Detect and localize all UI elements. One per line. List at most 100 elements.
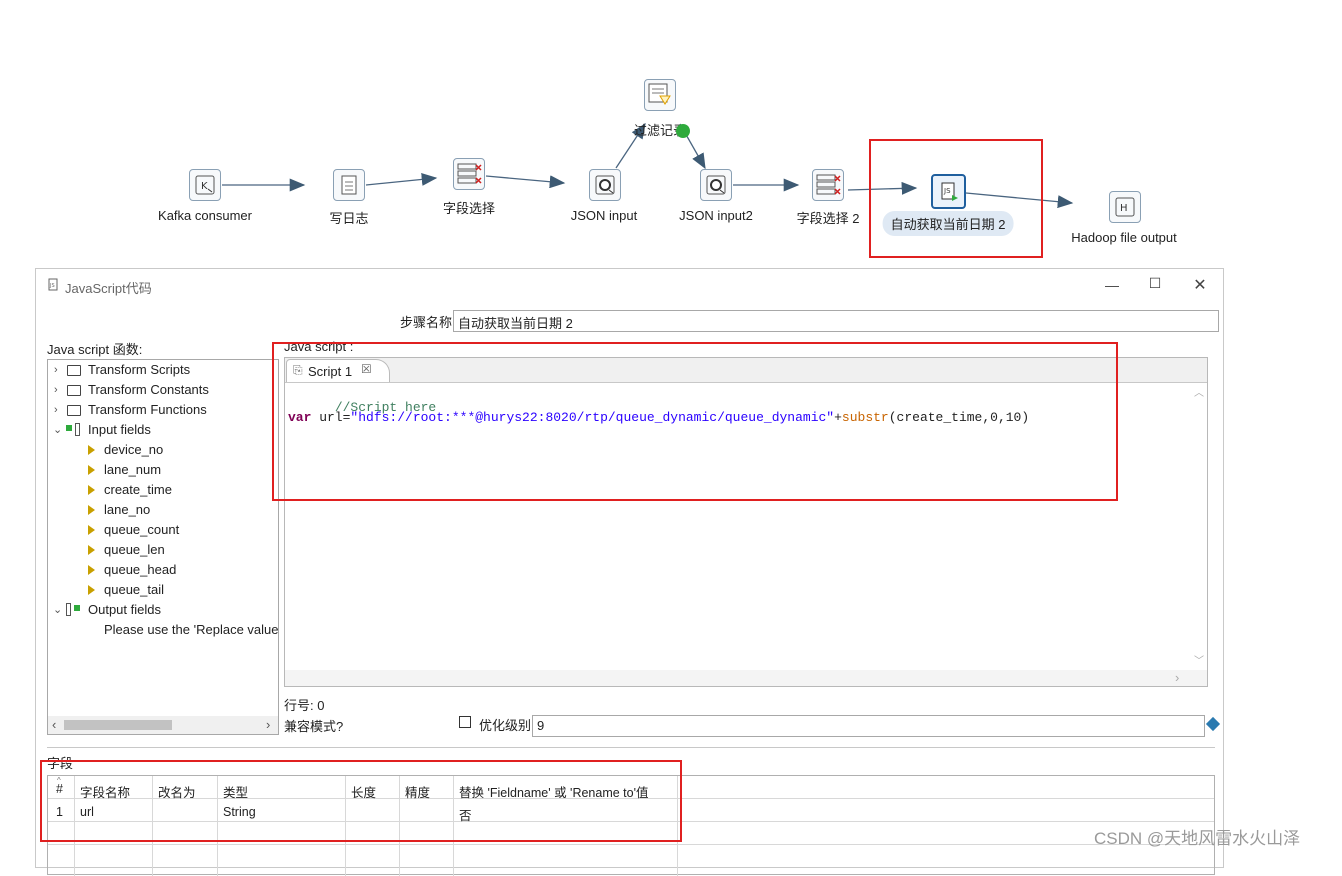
write-log-step[interactable] bbox=[333, 169, 365, 201]
tree-item-field[interactable]: lane_num bbox=[48, 460, 278, 480]
column-header-type[interactable]: 类型 bbox=[223, 786, 249, 800]
tree-item-field[interactable]: device_no bbox=[48, 440, 278, 460]
tree-item-field[interactable]: queue_head bbox=[48, 560, 278, 580]
script-editor-panel: ⎘ Script 1 ☒ //Script here var url="hdfs… bbox=[284, 357, 1208, 687]
code-operator: + bbox=[834, 410, 842, 425]
field-arrow-icon bbox=[88, 485, 95, 495]
functions-label: Java script 函数: bbox=[47, 342, 143, 357]
tree-item-field[interactable]: queue_len bbox=[48, 540, 278, 560]
optimization-label: 优化级别 bbox=[479, 718, 532, 733]
code-comment: //Script here bbox=[334, 400, 437, 415]
select-values-step-1[interactable] bbox=[453, 158, 485, 190]
tree-field-label: queue_count bbox=[104, 522, 180, 537]
step-name-input[interactable]: 自动获取当前日期 2 bbox=[453, 310, 1219, 332]
tree-item-transform-constants[interactable]: › Transform Constants bbox=[48, 380, 278, 400]
tree-item-transform-scripts[interactable]: › Transform Scripts bbox=[48, 360, 278, 380]
node-label-filter: 过滤记录 bbox=[633, 123, 687, 138]
javascript-step[interactable]: JS bbox=[931, 174, 966, 209]
tree-item-output-fields[interactable]: ⌄ Output fields bbox=[48, 600, 278, 620]
column-header-num[interactable]: # bbox=[56, 782, 63, 796]
tab-script-1[interactable]: ⎘ Script 1 ☒ bbox=[286, 359, 390, 382]
column-header-fieldname[interactable]: 字段名称 bbox=[80, 786, 131, 800]
compat-mode-label: 兼容模式? bbox=[284, 719, 344, 734]
code-keyword: var bbox=[288, 410, 312, 425]
minimize-button[interactable]: — bbox=[1105, 277, 1119, 293]
column-header-precision[interactable]: 精度 bbox=[405, 786, 431, 800]
tree-item-field[interactable]: queue_tail bbox=[48, 580, 278, 600]
folder-icon bbox=[67, 405, 81, 416]
field-list-icon bbox=[75, 423, 80, 436]
write-log-icon bbox=[341, 175, 357, 195]
editor-v-scrollbar[interactable]: ︿ ﹀ bbox=[1191, 382, 1207, 670]
check-status-icon bbox=[676, 124, 690, 138]
tree-field-label: queue_tail bbox=[104, 582, 164, 597]
node-label-json1: JSON input bbox=[570, 208, 638, 223]
svg-text:H: H bbox=[1120, 203, 1128, 214]
chevron-right-icon: › bbox=[54, 404, 58, 416]
scroll-right-icon[interactable]: › bbox=[266, 717, 271, 732]
optimization-input[interactable]: 9 bbox=[532, 715, 1205, 737]
watermark: CSDN @天地风雷水火山泽 bbox=[1094, 829, 1301, 848]
script-file-icon: ⎘ bbox=[293, 363, 303, 377]
node-label-select2: 字段选择 2 bbox=[796, 211, 860, 226]
scroll-up-icon[interactable]: ︿ bbox=[1194, 388, 1204, 399]
dialog-title: JavaScript代码 bbox=[65, 281, 152, 296]
hop-arrow bbox=[847, 181, 918, 195]
scroll-right-icon[interactable]: › bbox=[1175, 670, 1180, 685]
code-line-2[interactable]: var url="hdfs://root:***@hurys22:8020/rt… bbox=[288, 410, 1029, 425]
tree-item-transform-functions[interactable]: › Transform Functions bbox=[48, 400, 278, 420]
node-label-json2: JSON input2 bbox=[679, 208, 753, 223]
column-header-replace[interactable]: 替换 'Fieldname' 或 'Rename to'值 bbox=[459, 786, 649, 800]
code-line-1[interactable]: //Script here bbox=[288, 385, 436, 430]
hadoop-file-output-step[interactable]: H bbox=[1109, 191, 1141, 223]
json-input-step-2[interactable] bbox=[700, 169, 732, 201]
cell-fieldname[interactable]: url bbox=[80, 805, 94, 819]
filter-rows-step[interactable] bbox=[644, 79, 676, 111]
variable-icon[interactable] bbox=[1205, 716, 1221, 732]
line-number-label: 行号: 0 bbox=[284, 698, 325, 713]
scroll-left-icon[interactable]: ‹ bbox=[52, 717, 57, 732]
cell-type[interactable]: String bbox=[223, 805, 256, 819]
tree-label: Transform Constants bbox=[88, 382, 209, 397]
maximize-button[interactable]: ☐ bbox=[1148, 275, 1162, 291]
close-tab-icon[interactable]: ☒ bbox=[361, 362, 372, 376]
tree-field-label: queue_len bbox=[104, 542, 165, 557]
close-button[interactable]: ✕ bbox=[1193, 277, 1207, 294]
svg-text:JS: JS bbox=[943, 187, 951, 195]
tree-item-field[interactable]: queue_count bbox=[48, 520, 278, 540]
code-args: (create_time,0,10) bbox=[888, 410, 1030, 425]
node-label-select1: 字段选择 bbox=[442, 201, 496, 216]
column-header-rename[interactable]: 改名为 bbox=[158, 786, 196, 800]
functions-tree: › Transform Scripts › Transform Constant… bbox=[47, 359, 279, 735]
chevron-right-icon: › bbox=[54, 364, 58, 376]
step-name-label: 步骤名称 bbox=[400, 315, 453, 330]
folder-icon bbox=[67, 385, 81, 396]
select-values-step-2[interactable] bbox=[812, 169, 844, 201]
json-input-icon bbox=[706, 175, 726, 195]
svg-text:JS: JS bbox=[49, 283, 55, 289]
filter-icon bbox=[648, 83, 671, 105]
code-function: substr bbox=[841, 410, 889, 425]
scroll-down-icon[interactable]: ﹀ bbox=[1194, 656, 1204, 667]
chevron-right-icon: › bbox=[54, 384, 58, 396]
column-header-length[interactable]: 长度 bbox=[351, 786, 377, 800]
field-arrow-icon bbox=[88, 505, 95, 515]
tree-field-label: lane_no bbox=[104, 502, 151, 517]
output-hint: Please use the 'Replace value bbox=[104, 622, 279, 637]
cell-replace[interactable]: 否 bbox=[459, 809, 472, 823]
hop-arrow bbox=[485, 175, 566, 189]
highlight-box-fields bbox=[40, 760, 682, 842]
json-input-step-1[interactable] bbox=[589, 169, 621, 201]
compat-mode-checkbox[interactable] bbox=[459, 716, 471, 728]
tree-item-input-fields[interactable]: ⌄ Input fields bbox=[48, 420, 278, 440]
scrollbar-thumb[interactable] bbox=[64, 720, 172, 730]
kafka-consumer-step[interactable]: K bbox=[189, 169, 221, 201]
tree-item-field[interactable]: lane_no bbox=[48, 500, 278, 520]
tab-label: Script 1 bbox=[308, 364, 353, 379]
editor-h-scrollbar[interactable]: › bbox=[285, 670, 1207, 686]
node-label-js: 自动获取当前日期 2 bbox=[882, 211, 1014, 236]
tree-item-field[interactable]: create_time bbox=[48, 480, 278, 500]
json-input-icon bbox=[595, 175, 615, 195]
tree-h-scrollbar[interactable]: ‹ › bbox=[48, 716, 278, 734]
tree-field-label: lane_num bbox=[104, 462, 162, 477]
